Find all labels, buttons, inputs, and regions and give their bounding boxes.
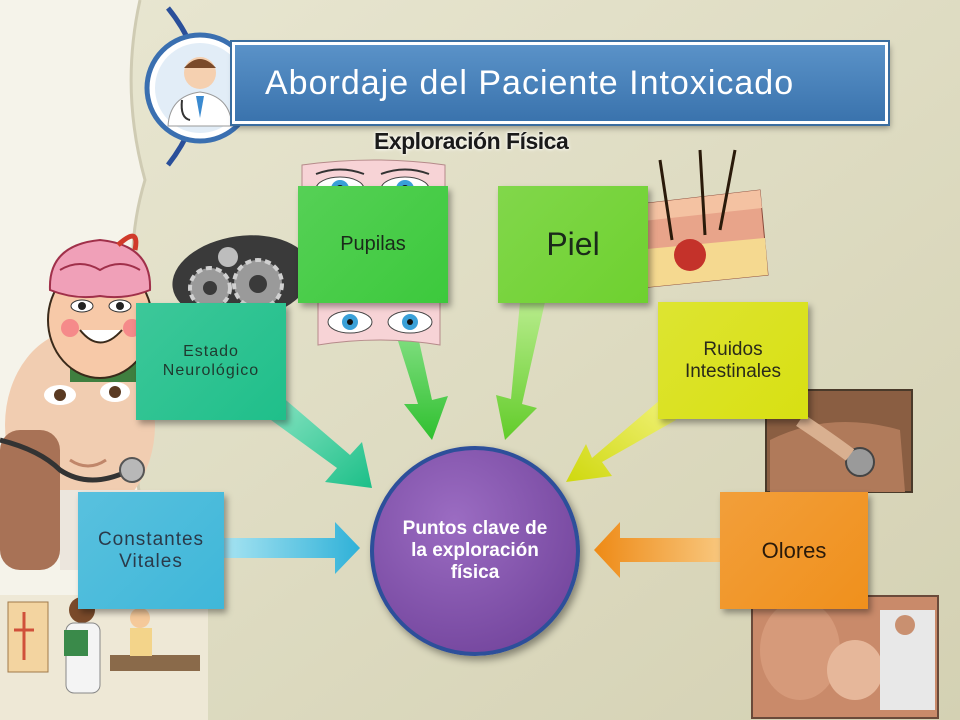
node-label: Constantes Vitales	[97, 528, 205, 572]
node-pupilas: Pupilas	[298, 186, 448, 303]
doctor-patient-cartoon	[0, 595, 208, 720]
eyes-picture-bottom	[317, 292, 441, 346]
node-label: Piel	[546, 226, 600, 263]
node-estado-neurologico: Estado Neurológico	[136, 303, 286, 420]
slide-title: Abordaje del Paciente Intoxicado	[265, 64, 795, 102]
slide-subtitle: Exploración Física	[374, 128, 569, 154]
center-label: Puntos clave de la exploración física	[402, 518, 548, 583]
skin-layers-picture	[631, 149, 769, 289]
node-piel: Piel	[498, 186, 648, 303]
brain-head-picture	[47, 233, 153, 382]
node-label: Pupilas	[340, 233, 406, 255]
node-constantes-vitales: Constantes Vitales	[78, 492, 224, 609]
node-label: Estado Neurológico	[162, 343, 260, 379]
center-node: Puntos clave de la exploración física	[370, 446, 580, 656]
node-label: Ruidos Intestinales	[684, 338, 782, 382]
gears-picture	[172, 235, 312, 321]
node-olores: Olores	[720, 492, 868, 609]
smelling-people-photo	[751, 595, 939, 719]
node-label: Olores	[761, 537, 827, 563]
title-bar	[232, 42, 888, 124]
doctor-icon	[144, 32, 256, 144]
node-ruidos-intestinales: Ruidos Intestinales	[658, 302, 808, 419]
